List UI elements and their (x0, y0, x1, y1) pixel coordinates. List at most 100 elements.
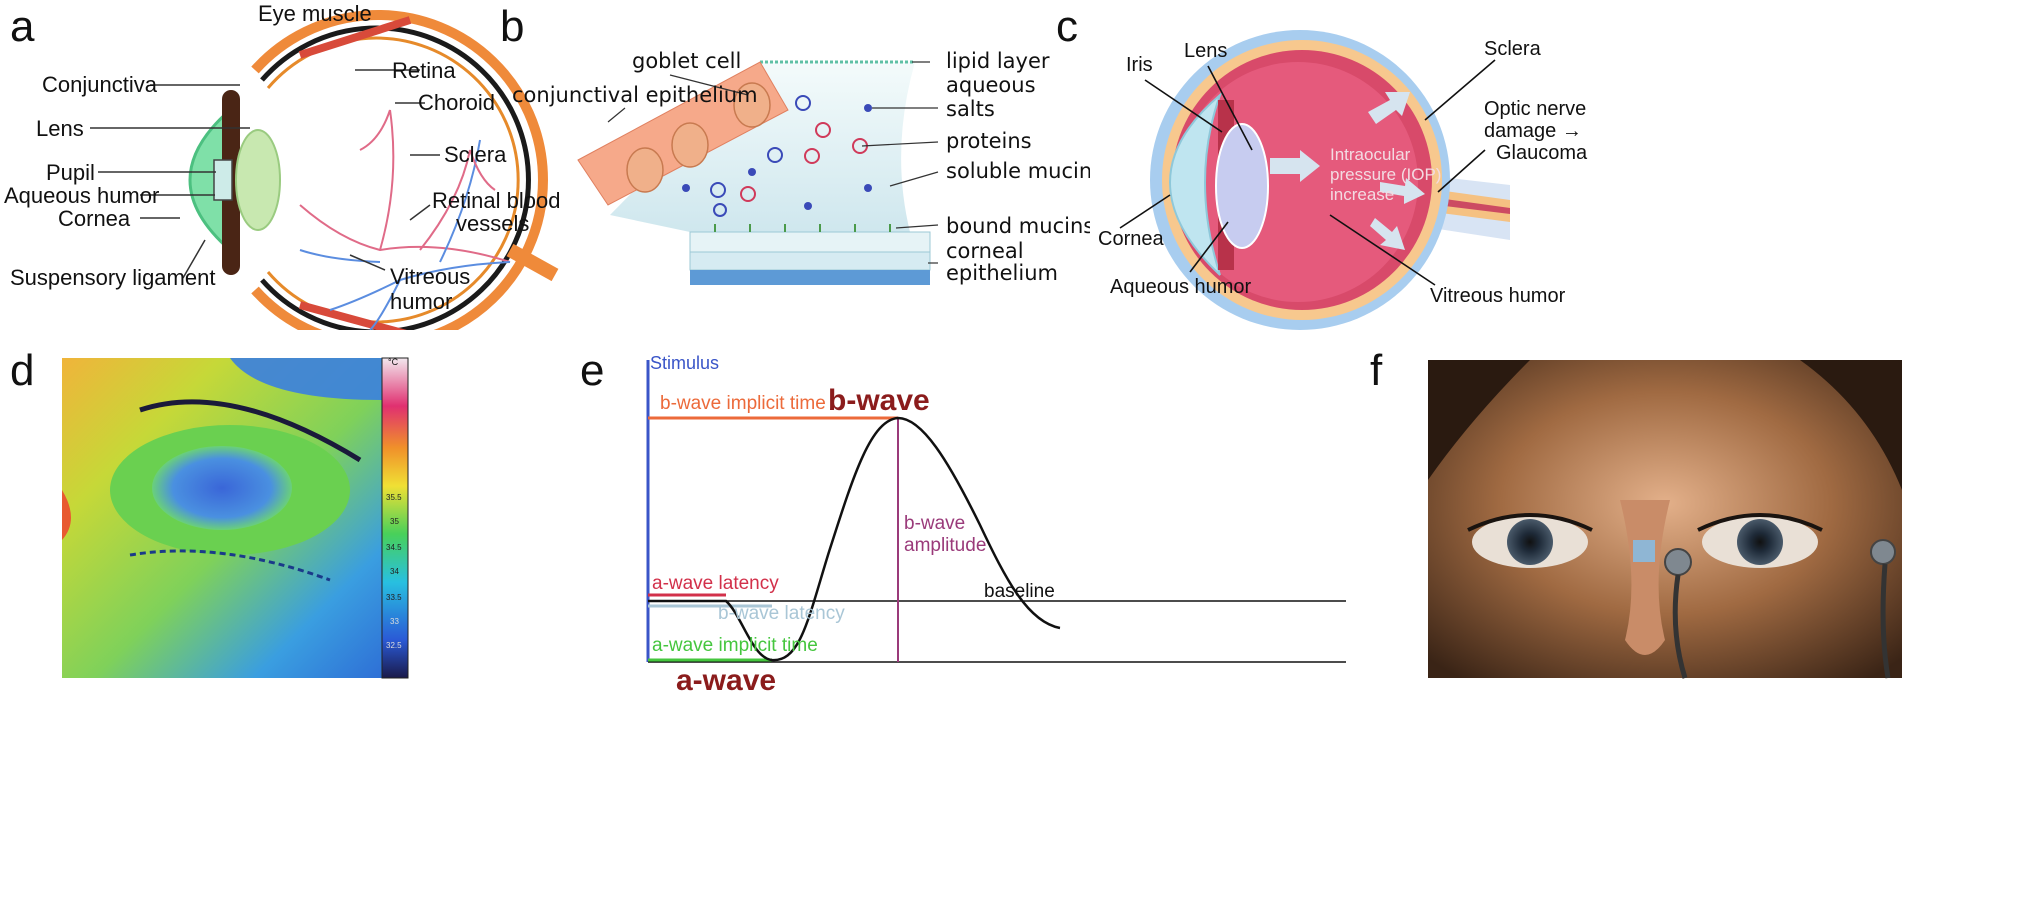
panel-b-letter: b (500, 2, 525, 51)
hair-right (1800, 360, 1902, 490)
nose (1620, 500, 1670, 655)
thermal-upper-lashes (139, 399, 362, 463)
electrode-cable-left (1672, 574, 1688, 679)
label-lens: Lens (36, 116, 84, 141)
label-b-wave: b-wave (828, 384, 930, 417)
label-lipid-layer: lipid layer (946, 49, 1050, 73)
panel-e: e Stimulus b-wave implicit time b-wave b… (560, 340, 1420, 900)
left-iris (1507, 519, 1553, 565)
panel-f: f (1340, 340, 2043, 900)
eye-muscle-top (298, 16, 412, 59)
sclera-ring (251, 10, 548, 330)
colorbar-tick-3: 34.5 (386, 543, 402, 552)
colorbar-unit: °C (388, 357, 399, 367)
colorbar (381, 357, 409, 679)
lens-shape (235, 129, 281, 231)
label-b-wave-implicit-time: b-wave implicit time (660, 393, 826, 414)
panel-a-leaders (90, 69, 440, 279)
erg-waveform-diagram (646, 360, 1346, 663)
label-soluble-mucins: soluble mucins (946, 159, 1090, 183)
label-proteins: proteins (946, 129, 1032, 153)
panel-d-letter: d (10, 346, 35, 395)
eye-anatomy-diagram (90, 10, 559, 330)
label-stimulus: Stimulus (650, 353, 720, 373)
pressure-arrows (1270, 92, 1425, 250)
label-retina: Retina (392, 58, 456, 83)
colorbar-tick-7: 32.5 (386, 641, 402, 650)
label-corneal-epithelium-1: corneal (946, 239, 1024, 263)
thermal-forehead (62, 358, 382, 400)
label-a-wave: a-wave (676, 664, 777, 697)
label-baseline: baseline (984, 581, 1055, 602)
eye-muscle-bottom (298, 301, 407, 330)
thermal-eye-image (62, 357, 409, 679)
erg-waveform (648, 416, 1061, 662)
panel-c-letter: c (1056, 2, 1078, 51)
thermal-lower-lashes (129, 549, 331, 582)
label-retinal-blood-vessels-2: vessels (456, 211, 530, 236)
left-upper-lid (1467, 513, 1593, 532)
panel-c: c Iris L (1040, 0, 2043, 330)
label-aqueous-humor: Aqueous humor (1110, 276, 1252, 298)
bound-mucins (714, 224, 891, 232)
panel-a-letter: a (10, 2, 35, 51)
salt-dots (682, 104, 872, 210)
label-optic-nerve-3: Glaucoma (1496, 142, 1588, 164)
retinal-vessels (299, 109, 511, 330)
face-photo (1428, 360, 1902, 679)
label-corneal-epithelium-2: epithelium (946, 261, 1058, 285)
right-upper-lid (1697, 513, 1823, 532)
label-bound-mucins: bound mucins (946, 214, 1090, 238)
label-conjunctiva: Conjunctiva (42, 72, 157, 97)
label-aqueous-humor: Aqueous humor (4, 183, 160, 208)
right-iris (1737, 519, 1783, 565)
label-retinal-blood-vessels-1: Retinal blood (432, 188, 560, 213)
label-iop-3: increase (1330, 185, 1395, 204)
label-b-wave-amplitude-2: amplitude (904, 535, 987, 556)
colorbar-tick-4: 34 (390, 567, 399, 576)
goblet-cells (626, 82, 771, 193)
panel-c-leaders (1119, 59, 1496, 286)
label-suspensory-ligament: Suspensory ligament (10, 265, 216, 290)
choroid-ring (260, 25, 531, 330)
label-vitreous-humor-1: Vitreous (390, 264, 471, 289)
hair-left (1428, 360, 1530, 480)
label-choroid: Choroid (418, 90, 496, 115)
label-optic-nerve-1: Optic nerve (1484, 98, 1587, 120)
pupil-shape (213, 159, 233, 201)
label-eye-muscle: Eye muscle (258, 1, 372, 26)
label-vitreous-humor-2: humor (390, 289, 453, 314)
label-cornea: Cornea (1098, 228, 1164, 250)
tear-film-diagram (577, 60, 939, 285)
label-goblet-cell: goblet cell (632, 49, 742, 73)
label-lens: Lens (1184, 40, 1228, 62)
label-sclera: Sclera (1484, 38, 1541, 60)
colorbar-tick-6: 33 (390, 617, 399, 626)
electrode-cable-right (1880, 563, 1891, 679)
label-b-wave-amplitude-1: b-wave (904, 513, 966, 534)
panel-b: b (490, 0, 1090, 330)
label-optic-nerve-2: damage → (1484, 120, 1582, 142)
lens-shape (1215, 123, 1269, 249)
label-cornea: Cornea (58, 206, 131, 231)
panel-d: d (0, 340, 540, 900)
label-b-wave-latency: b-wave latency (718, 603, 845, 624)
label-a-wave-implicit-time: a-wave implicit time (652, 635, 818, 656)
colorbar-tick-2: 35 (390, 517, 399, 526)
label-vitreous-humor: Vitreous humor (1430, 285, 1566, 307)
label-a-wave-latency: a-wave latency (652, 573, 779, 594)
corneal-layer-1 (689, 231, 931, 253)
panel-f-letter: f (1370, 346, 1383, 395)
label-sclera: Sclera (444, 142, 507, 167)
panel-e-letter: e (580, 346, 605, 395)
corneal-layer-2 (689, 251, 931, 271)
panel-b-leaders (607, 61, 939, 264)
panel-a: a (0, 0, 560, 330)
thermal-hot-corner (62, 490, 71, 540)
label-aqueous: aqueous (946, 73, 1036, 97)
label-conjunctival-epithelium: conjunctival epithelium (512, 83, 758, 107)
label-salts: salts (946, 97, 995, 121)
colorbar-tick-1: 35.5 (386, 493, 402, 502)
label-iop-2: pressure (IOP) (1330, 165, 1442, 184)
ground-electrode-patch (1633, 540, 1655, 562)
